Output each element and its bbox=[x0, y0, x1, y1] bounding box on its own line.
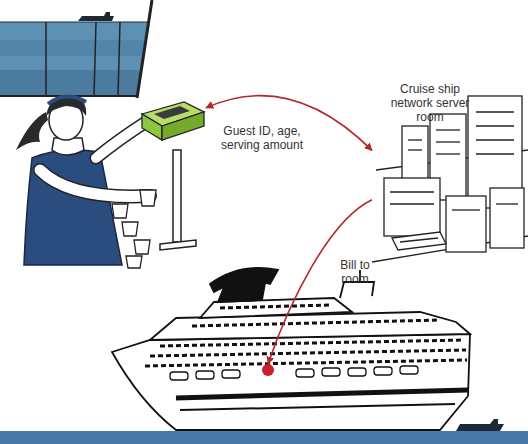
cruise-ship-part-part bbox=[145, 360, 467, 366]
window-view-part bbox=[0, 22, 150, 96]
reader-display bbox=[154, 106, 190, 119]
card-reader bbox=[140, 100, 206, 152]
bill-point bbox=[262, 364, 274, 376]
cruise-ship-part-part bbox=[296, 369, 314, 377]
bartender-figure-part bbox=[48, 96, 86, 104]
cruise-ship-part-part bbox=[160, 340, 464, 346]
edge-label: Bill to room bbox=[330, 258, 380, 286]
bartender-figure-part bbox=[46, 96, 86, 116]
server-room: Cruise ship network server room bbox=[372, 82, 522, 272]
window-view-part bbox=[0, 40, 146, 56]
cruise-ship-part bbox=[112, 334, 470, 430]
server-racks-part bbox=[476, 139, 514, 140]
server-racks-part bbox=[436, 129, 460, 130]
reader-stand-part bbox=[160, 240, 196, 250]
cruise-ship-part bbox=[176, 390, 468, 398]
cruise-ship-part bbox=[150, 312, 470, 340]
room-dot bbox=[262, 364, 274, 376]
cruise-ship-part bbox=[145, 305, 467, 366]
glasses-part bbox=[112, 204, 128, 218]
server-racks-part bbox=[476, 111, 514, 112]
bartender-figure-part bbox=[140, 190, 156, 206]
window-view-part bbox=[0, 22, 150, 23]
server-racks-part bbox=[392, 232, 446, 250]
cruise-ship-part bbox=[170, 366, 418, 380]
cruise-ship-part-part bbox=[150, 350, 466, 356]
server-racks-part bbox=[408, 139, 422, 140]
glasses bbox=[112, 204, 150, 268]
bartender-figure-part bbox=[96, 122, 146, 158]
cruise-ship-part-part bbox=[170, 372, 188, 380]
window-view-part bbox=[78, 12, 114, 21]
glasses-part bbox=[126, 256, 142, 268]
bartender-figure bbox=[16, 96, 156, 265]
reader-shape bbox=[140, 100, 206, 152]
cruise-ship-part-part bbox=[196, 371, 214, 379]
cruise-ship-part bbox=[180, 404, 455, 410]
server-racks-part bbox=[408, 149, 422, 150]
cruise-ship-part-part bbox=[348, 368, 366, 376]
server-racks-part bbox=[446, 196, 486, 252]
server-racks-part bbox=[390, 203, 434, 204]
reader-face bbox=[142, 114, 162, 140]
server-racks-part bbox=[436, 141, 460, 142]
sea-band bbox=[0, 419, 528, 444]
glasses-part bbox=[122, 222, 138, 236]
server-racks-part bbox=[390, 191, 434, 192]
window-view bbox=[0, 0, 152, 98]
sea-band-part bbox=[0, 431, 528, 444]
room-marker bbox=[262, 364, 274, 376]
cruise-ship-part-part bbox=[400, 366, 418, 374]
server-racks-part bbox=[400, 238, 438, 242]
window-view-part bbox=[45, 22, 47, 96]
cruise-ship bbox=[112, 268, 470, 430]
cruise-ship-part bbox=[210, 268, 278, 292]
cruise-ship-part-part bbox=[192, 320, 440, 326]
reader-stand-part bbox=[173, 150, 181, 242]
window-view-part bbox=[94, 22, 96, 96]
bartender-figure-part bbox=[96, 122, 146, 158]
server-racks-part bbox=[476, 153, 514, 154]
bartender-figure-part bbox=[16, 112, 48, 150]
bartender-figure-part bbox=[40, 170, 150, 196]
server-racks bbox=[372, 96, 528, 262]
server-racks-part bbox=[476, 125, 514, 126]
sea-band-part bbox=[456, 419, 504, 431]
server-racks-part bbox=[496, 203, 518, 204]
server-racks-part bbox=[452, 209, 480, 210]
node-label: Cruise ship network server room bbox=[378, 82, 482, 124]
server-racks-part bbox=[490, 188, 524, 248]
bartender-figure-part bbox=[40, 170, 150, 196]
cruise-ship-part-part bbox=[220, 305, 330, 308]
window-view-part bbox=[118, 22, 120, 96]
edge-label: Guest ID, age, serving amount bbox=[212, 124, 312, 152]
window-view-part bbox=[0, 0, 152, 22]
server-racks-part bbox=[384, 178, 440, 236]
glasses-part bbox=[134, 240, 150, 254]
cruise-ship-part-part bbox=[222, 370, 240, 378]
server-racks-part bbox=[436, 153, 460, 154]
reader-stand bbox=[160, 150, 196, 250]
cruise-ship-part-part bbox=[322, 368, 340, 376]
cruise-ship-part-part bbox=[374, 367, 392, 375]
window-view-part bbox=[137, 0, 152, 98]
